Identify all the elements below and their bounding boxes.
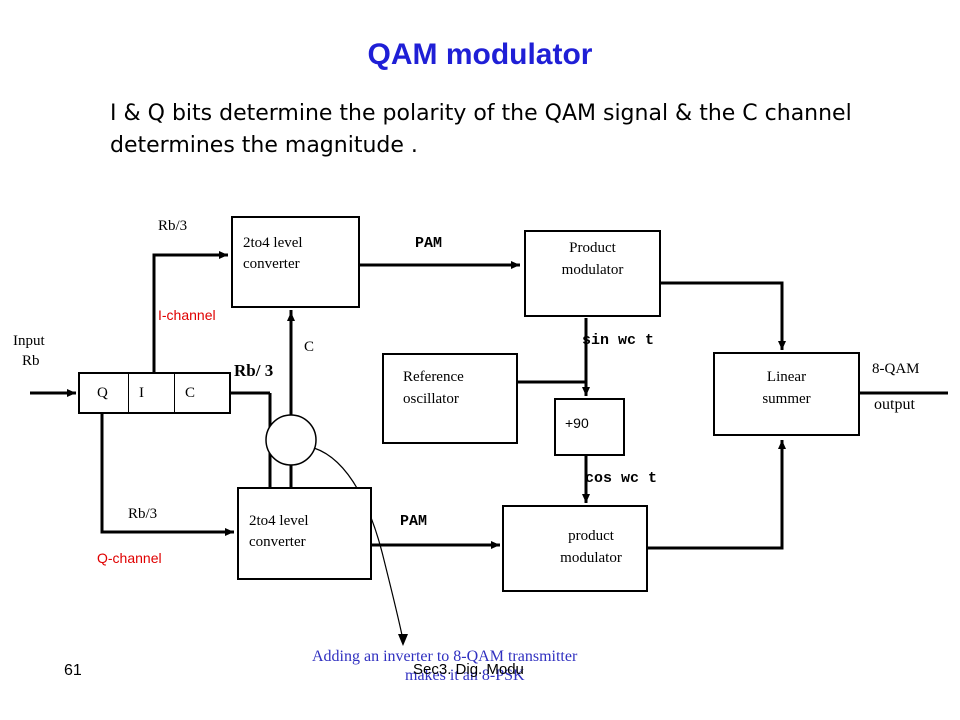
converter-top-line1: 2to4 level <box>243 235 303 251</box>
i-rate-label: Rb/3 <box>158 218 188 234</box>
product-bottom-line1: product <box>568 528 614 544</box>
phase-shifter-box <box>554 398 625 456</box>
product-modulator-top-box <box>524 230 661 317</box>
inverter-note-line2: makes it an 8-PSK <box>405 667 525 684</box>
i-channel-label: I-channel <box>158 307 216 323</box>
pam-top-label: PAM <box>415 235 443 252</box>
output-line2: output <box>874 396 915 413</box>
i-label: I <box>139 385 144 401</box>
converter-bottom-line2: converter <box>249 534 306 550</box>
output-line1: 8-QAM <box>872 361 920 377</box>
q-channel-label: Q-channel <box>97 550 162 566</box>
c-channel-label: C <box>304 339 315 355</box>
summer-line1: Linear <box>766 369 807 385</box>
reference-line1: Reference <box>403 369 464 385</box>
product-bottom-line2: modulator <box>560 550 622 566</box>
converter-top-line2: converter <box>243 256 300 272</box>
footer-section: Sec3. Dig. Modu <box>413 661 524 678</box>
phase-shift-label: +90 <box>565 415 589 431</box>
reference-oscillator-box <box>382 353 518 444</box>
converter-bottom-box <box>237 487 372 580</box>
reference-line2: oscillator <box>403 391 459 407</box>
pam-bottom-label: PAM <box>400 513 428 530</box>
page-title: QAM modulator <box>367 38 593 71</box>
converter-bottom-line1: 2to4 level <box>249 513 309 529</box>
page-number: 61 <box>64 662 82 679</box>
sin-label: sin wc t <box>582 332 655 349</box>
q-label: Q <box>97 385 108 401</box>
q-rate-label: Rb/3 <box>128 506 158 522</box>
c-label-splitter: C <box>185 385 196 401</box>
splitter-divider-2 <box>174 373 175 413</box>
c-rate-label: Rb/ 3 <box>234 361 274 380</box>
product-top-line2: modulator <box>561 262 624 278</box>
converter-top-box <box>231 216 360 308</box>
splitter-box <box>78 372 231 414</box>
cos-label: cos wc t <box>585 470 658 487</box>
splitter-divider-1 <box>128 373 129 413</box>
inverter-note-line1: Adding an inverter to 8-QAM transmitter <box>312 648 578 665</box>
product-modulator-bottom-box <box>502 505 648 592</box>
summer-line2: summer <box>762 391 811 407</box>
linear-summer-box <box>713 352 860 436</box>
input-label: Input <box>13 333 45 349</box>
product-top-line1: Product <box>569 240 616 256</box>
input-rate: Rb <box>22 353 40 369</box>
subtitle: I & Q bits determine the polarity of the… <box>110 101 852 158</box>
